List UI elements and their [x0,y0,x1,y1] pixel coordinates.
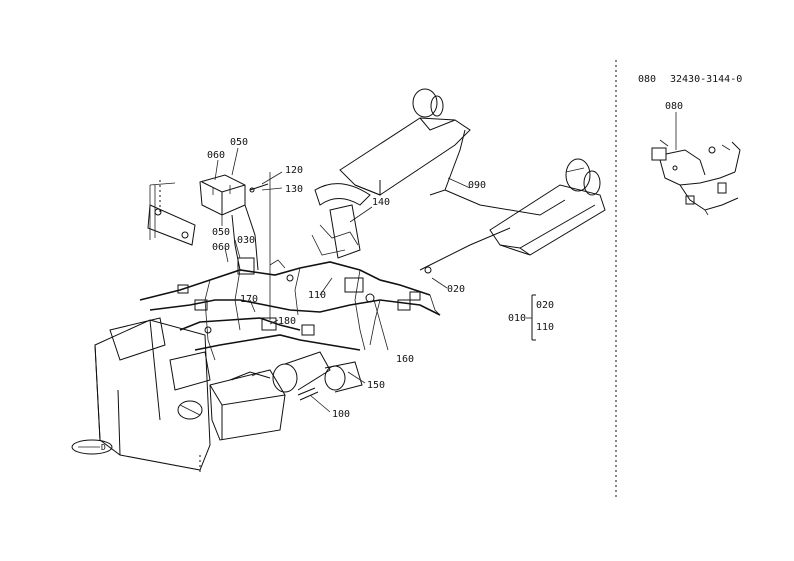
callout-140: 140 [372,197,390,208]
callout-060-mid: 060 [212,242,230,253]
callout-090: 090 [468,180,486,191]
callout-150: 150 [367,380,385,391]
inset-panel: 080 32430-3144-0 080 [638,74,742,216]
main-assembly-drawing [94,88,606,475]
oval-stamp: D [71,439,113,455]
legend-110: 110 [536,322,554,333]
callout-160: 160 [396,354,414,365]
callout-120: 120 [285,165,303,176]
legend-020: 020 [536,300,554,311]
callout-030: 030 [237,235,255,246]
callout-050-top: 050 [230,137,248,148]
callout-060-top: 060 [207,150,225,161]
callout-130: 130 [285,184,303,195]
inset-part-number: 32430-3144-0 [670,74,742,85]
callout-050-mid: 050 [212,227,230,238]
stamp-label: D [101,443,106,452]
callout-100: 100 [332,409,350,420]
inset-callout-080: 080 [665,101,683,112]
inset-ref-number: 080 [638,74,656,85]
callout-labels: 050 060 120 130 050 030 060 140 090 110 … [207,137,486,420]
callout-110: 110 [308,290,326,301]
callout-180: 180 [278,316,296,327]
group-legend: 010 020 110 [508,294,554,341]
callout-020: 020 [447,284,465,295]
inset-harness-drawing [651,139,741,216]
legend-010: 010 [508,313,526,324]
callout-170: 170 [240,294,258,305]
